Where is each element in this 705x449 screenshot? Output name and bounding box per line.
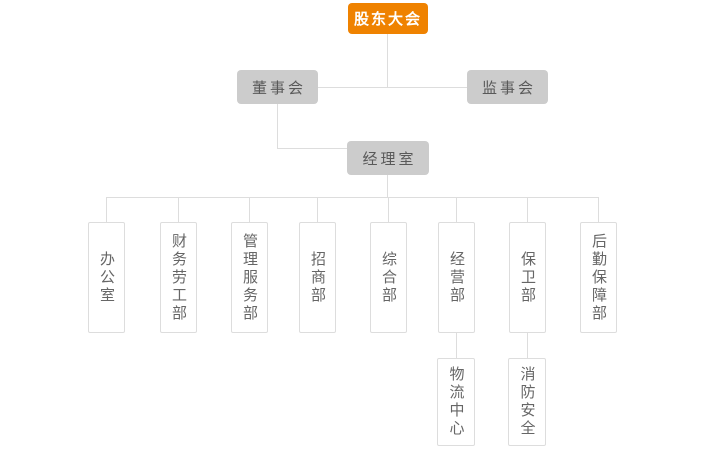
- connector-board-to-manager: [277, 148, 347, 149]
- connector-drop-logistics-supp: [598, 197, 599, 222]
- node-investment-promotion-dept: 招商部: [299, 222, 336, 333]
- node-general-affairs-dept: 综合部: [370, 222, 407, 333]
- connector-security-to-fire: [527, 333, 528, 358]
- connector-drop-operations: [456, 197, 457, 222]
- connector-drop-security: [527, 197, 528, 222]
- node-general-office: 办公室: [88, 222, 125, 333]
- connector-drop-management: [249, 197, 250, 222]
- connector-level2-cross: [318, 87, 467, 88]
- connector-drop-finance: [178, 197, 179, 222]
- node-shareholders-meeting: 股东大会: [348, 3, 428, 34]
- node-security-dept: 保卫部: [509, 222, 546, 333]
- connector-root-down: [387, 34, 388, 87]
- node-manager-office: 经理室: [347, 141, 429, 175]
- connector-drop-investment: [317, 197, 318, 222]
- connector-board-down: [277, 104, 278, 149]
- node-logistics-center: 物流中心: [437, 358, 475, 446]
- node-board-of-directors: 董事会: [237, 70, 318, 104]
- node-supervisory-board: 监事会: [467, 70, 548, 104]
- connector-operations-to-center: [456, 333, 457, 358]
- node-operations-dept: 经营部: [438, 222, 475, 333]
- connector-drop-office: [106, 197, 107, 222]
- node-finance-labor-dept: 财务劳工部: [160, 222, 197, 333]
- connector-department-rail: [106, 197, 599, 198]
- node-fire-safety: 消防安全: [508, 358, 546, 446]
- connector-drop-general: [388, 197, 389, 222]
- node-management-service-dept: 管理服务部: [231, 222, 268, 333]
- connector-manager-down: [387, 175, 388, 197]
- node-logistics-support-dept: 后勤保障部: [580, 222, 617, 333]
